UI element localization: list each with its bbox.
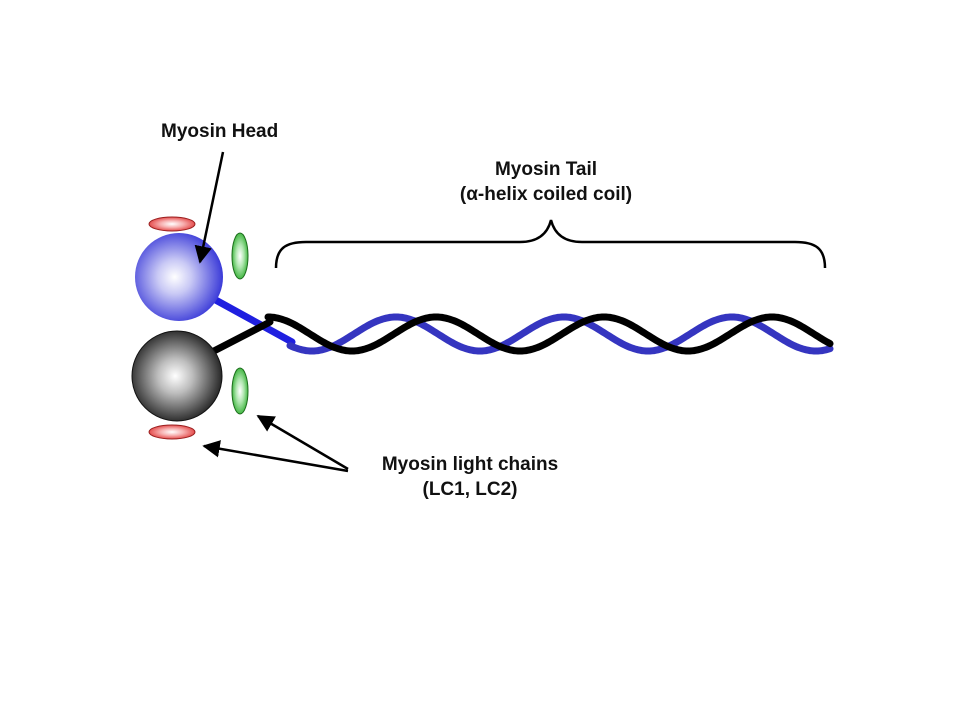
blue-neck bbox=[208, 294, 296, 346]
light-chain-green-top bbox=[231, 232, 249, 280]
myosin-tail-label: Myosin Tail (α-helix coiled coil) bbox=[421, 158, 671, 207]
light-chains-title: Myosin light chains bbox=[381, 454, 559, 475]
blue-helix-strand bbox=[286, 313, 834, 355]
head-pointer-arrow bbox=[194, 151, 225, 264]
tail-subtitle: (α-helix coiled coil) bbox=[459, 183, 633, 205]
black-neck bbox=[208, 318, 274, 356]
myosin-head-blue bbox=[135, 233, 223, 321]
black-helix-strand bbox=[264, 313, 834, 355]
myosin-head-label: Myosin Head bbox=[161, 121, 279, 142]
tail-title: Myosin Tail bbox=[494, 159, 598, 180]
light-chain-red-bottom bbox=[148, 424, 196, 440]
tail-brace bbox=[274, 219, 827, 269]
light-chain-red-top bbox=[148, 216, 196, 232]
light-chains-subtitle: (LC1, LC2) bbox=[422, 478, 518, 500]
myosin-head-black bbox=[131, 330, 223, 422]
light-chains-label: Myosin light chains (LC1, LC2) bbox=[340, 453, 600, 502]
light-chain-arrow-green bbox=[256, 414, 349, 471]
light-chain-green-bottom bbox=[231, 367, 249, 415]
light-chain-arrow-red bbox=[202, 440, 349, 473]
